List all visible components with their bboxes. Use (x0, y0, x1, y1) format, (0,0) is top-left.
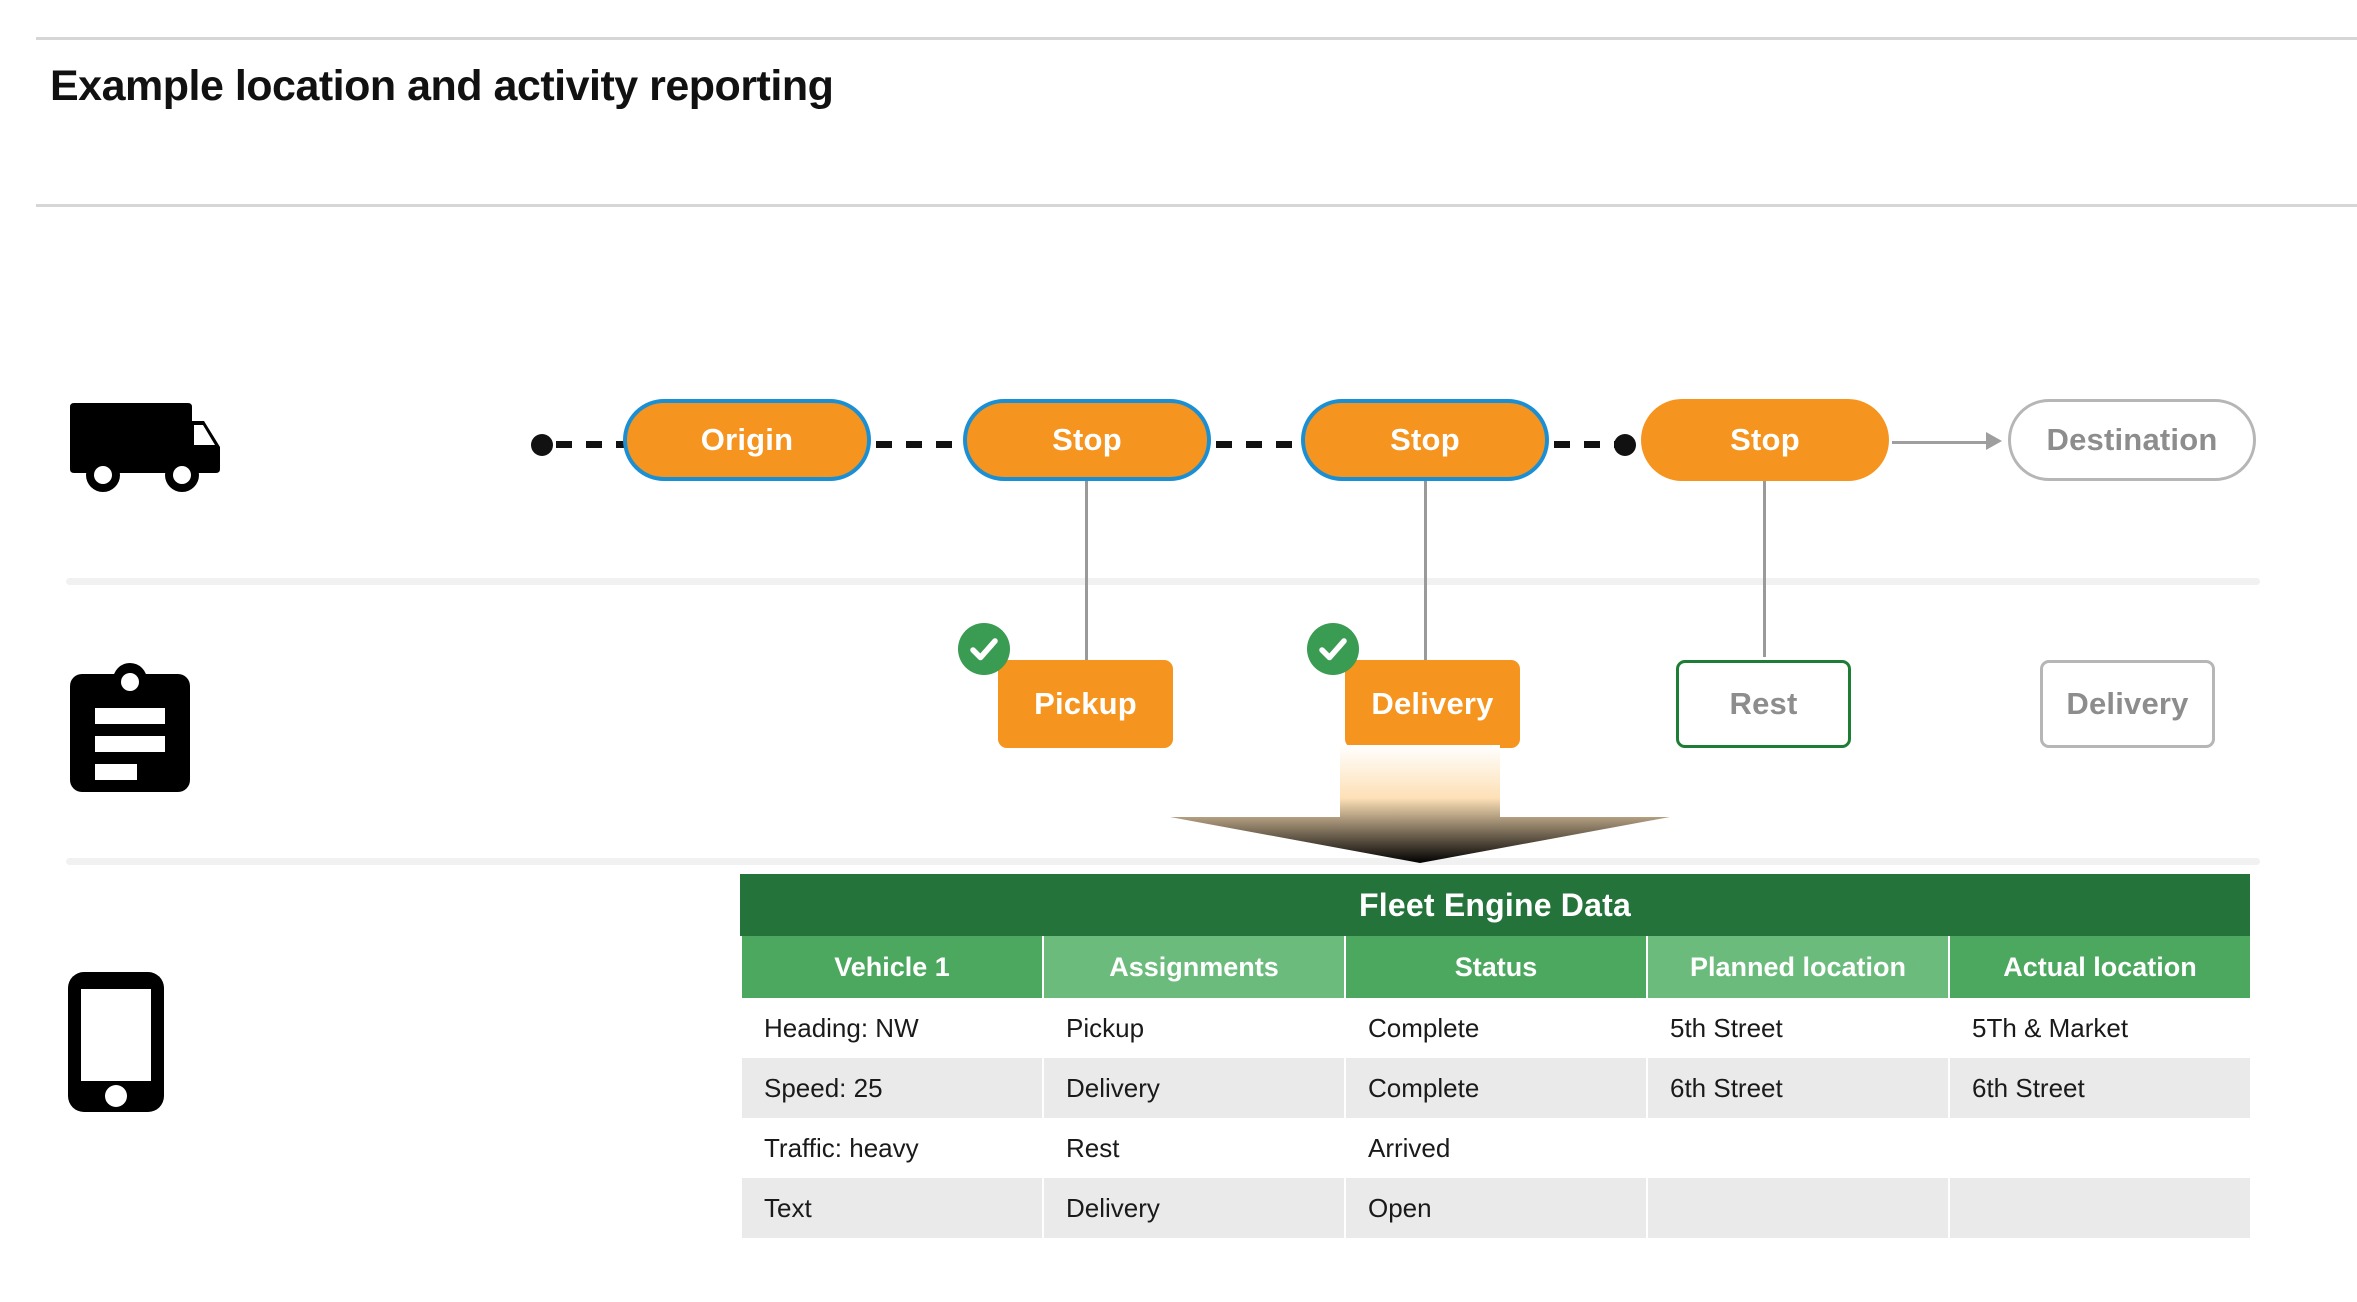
table-cell: Pickup (1044, 998, 1344, 1058)
activity-label: Rest (1729, 686, 1798, 721)
table-title: Fleet Engine Data (740, 874, 2250, 936)
route-node-destination[interactable]: Destination (2008, 399, 2256, 481)
route-dash-0 (556, 441, 626, 448)
route-dash-3 (1554, 441, 1624, 448)
activity-box-pickup[interactable]: Pickup (998, 660, 1173, 748)
table-cell: Complete (1346, 1058, 1646, 1118)
table-column-header-actual-location[interactable]: Actual location (1950, 936, 2250, 998)
check-icon (1307, 623, 1359, 675)
table-cell: Traffic: heavy (742, 1118, 1042, 1178)
route-node-label: Stop (1052, 422, 1122, 457)
section-divider-activity-device (66, 858, 2260, 865)
route-node-label: Stop (1390, 422, 1460, 457)
connector-stop2-delivery (1424, 481, 1427, 663)
table-cell (1950, 1178, 2250, 1238)
route-node-stop-1[interactable]: Stop (963, 399, 1211, 481)
route-dash-2 (1216, 441, 1304, 448)
route-node-label: Destination (2046, 422, 2218, 457)
title-divider (36, 204, 2357, 207)
clipboard-icon (70, 662, 190, 797)
table-cell: Complete (1346, 998, 1646, 1058)
table-column-header-status[interactable]: Status (1346, 936, 1646, 998)
activity-label: Delivery (1371, 686, 1494, 721)
table-cell: 5Th & Market (1950, 998, 2250, 1058)
route-node-label: Stop (1730, 422, 1800, 457)
table-cell: Open (1346, 1178, 1646, 1238)
activity-box-rest[interactable]: Rest (1676, 660, 1851, 748)
route-node-stop-2[interactable]: Stop (1301, 399, 1549, 481)
table-cell: 6th Street (1648, 1058, 1948, 1118)
table-column-header-vehicle[interactable]: Vehicle 1 (742, 936, 1042, 998)
activity-label: Delivery (2066, 686, 2189, 721)
table-cell: Rest (1044, 1118, 1344, 1178)
table-cell: Text (742, 1178, 1042, 1238)
table-cell: Arrived (1346, 1118, 1646, 1178)
table-cell: Delivery (1044, 1058, 1344, 1118)
table-cell (1648, 1178, 1948, 1238)
table-row[interactable]: Speed: 25 Delivery Complete 6th Street 6… (742, 1058, 2250, 1118)
activity-box-delivery-open[interactable]: Delivery (2040, 660, 2215, 748)
table-header-row: Vehicle 1 Assignments Status Planned loc… (742, 936, 2250, 998)
truck-icon (70, 403, 220, 498)
table-cell (1648, 1118, 1948, 1178)
route-start-dot (531, 434, 553, 456)
top-divider (36, 37, 2357, 40)
table-column-header-assignments[interactable]: Assignments (1044, 936, 1344, 998)
table-row[interactable]: Traffic: heavy Rest Arrived (742, 1118, 2250, 1178)
route-node-label: Origin (700, 422, 794, 457)
route-arrow-line (1892, 441, 1990, 444)
table-cell: 6th Street (1950, 1058, 2250, 1118)
section-divider-vehicle-activity (66, 578, 2260, 585)
table-cell: 5th Street (1648, 998, 1948, 1058)
route-dash-1 (876, 441, 964, 448)
route-arrow-head-icon (1986, 432, 2002, 450)
check-icon (958, 623, 1010, 675)
table-row[interactable]: Heading: NW Pickup Complete 5th Street 5… (742, 998, 2250, 1058)
mobile-phone-icon (68, 972, 164, 1117)
fleet-engine-table: Fleet Engine Data Vehicle 1 Assignments … (740, 874, 2250, 1238)
activity-label: Pickup (1034, 686, 1137, 721)
table-column-header-planned-location[interactable]: Planned location (1648, 936, 1948, 998)
drilldown-arrow-icon (1160, 745, 1680, 865)
table-cell (1950, 1118, 2250, 1178)
table-cell: Speed: 25 (742, 1058, 1042, 1118)
route-node-stop-3[interactable]: Stop (1641, 399, 1889, 481)
route-current-dot (1614, 434, 1636, 456)
table-row[interactable]: Text Delivery Open (742, 1178, 2250, 1238)
activity-box-delivery-complete[interactable]: Delivery (1345, 660, 1520, 748)
table-cell: Delivery (1044, 1178, 1344, 1238)
page-title: Example location and activity reporting (50, 62, 834, 110)
table-cell: Heading: NW (742, 998, 1042, 1058)
connector-stop3-rest (1763, 481, 1766, 657)
route-node-origin[interactable]: Origin (623, 399, 871, 481)
connector-stop1-pickup (1085, 481, 1088, 663)
